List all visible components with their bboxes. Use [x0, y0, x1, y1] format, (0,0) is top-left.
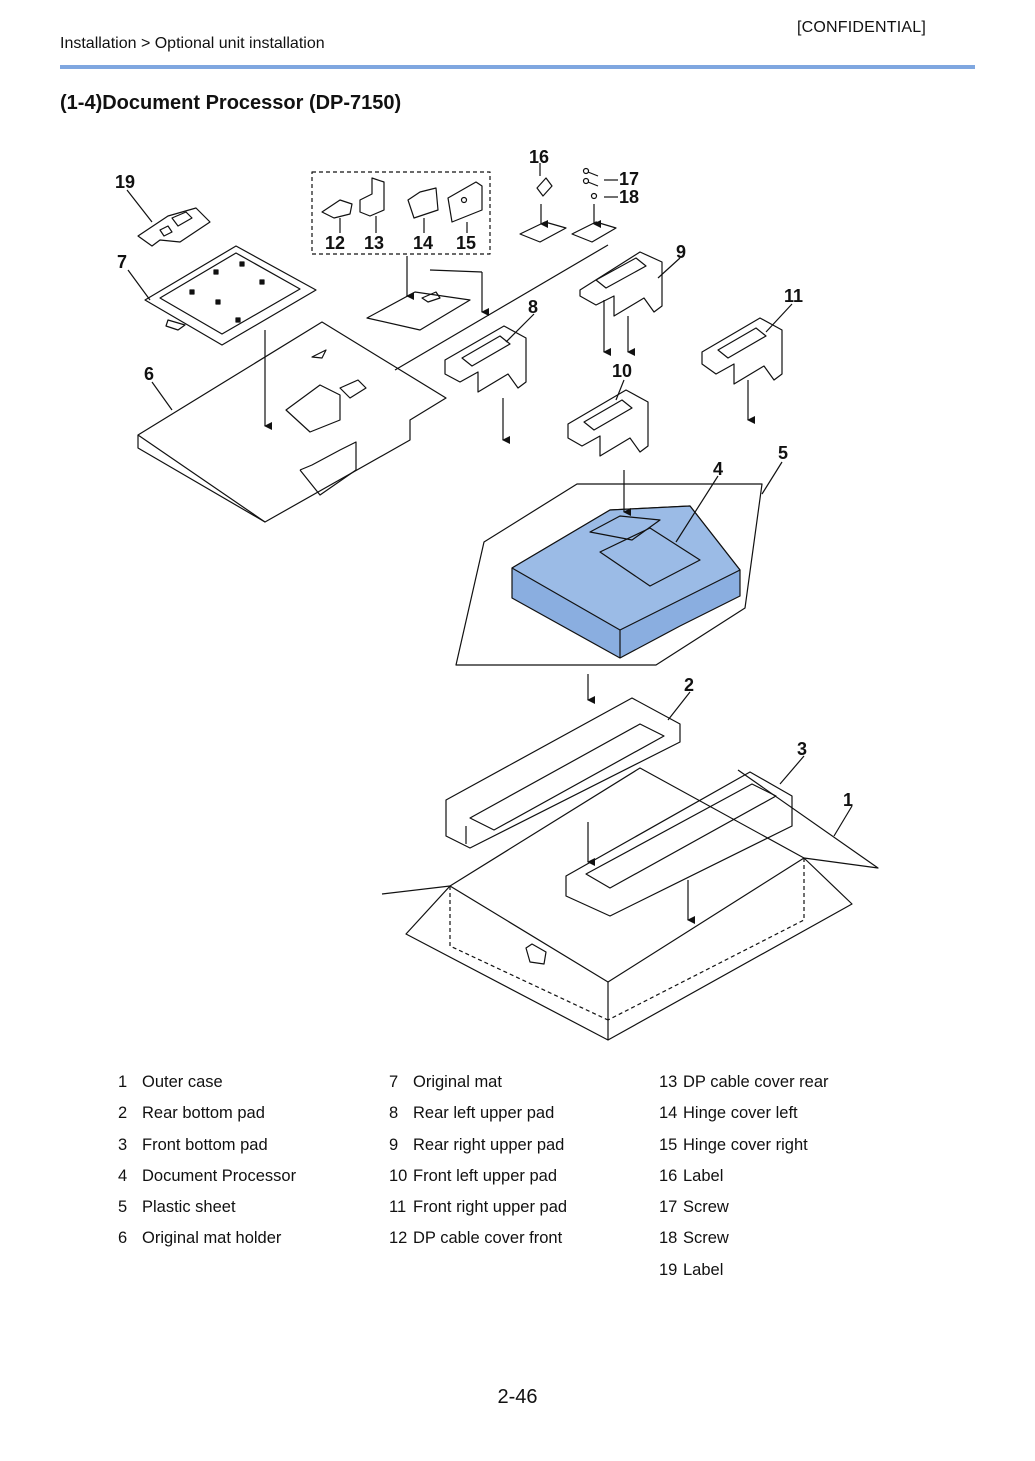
exploded-packing-diagram: 1 2 3 4 5 6 7 8 9 10 11 12 13 14 15 16 1…: [115, 147, 879, 1041]
accessory-bag-drawing: [366, 291, 471, 331]
callout-11: 11: [784, 286, 803, 306]
accessory-group-box: [311, 171, 491, 255]
rear-bottom-pad-drawing: [445, 697, 681, 849]
callout-12: 12: [325, 233, 345, 253]
document-processor-drawing: [511, 505, 741, 659]
page-number: 2-46: [497, 1386, 538, 1408]
callout-6: 6: [144, 364, 154, 384]
callout-17: 17: [619, 169, 639, 189]
assembly-arrows: [264, 204, 755, 924]
front-right-upper-pad-drawing: [701, 317, 783, 385]
plastic-sheet-drawing: [455, 483, 763, 666]
callout-14: 14: [413, 233, 433, 253]
callout-8: 8: [528, 297, 538, 317]
callout-18: 18: [619, 187, 639, 207]
accessory-parts-drawing: [321, 177, 483, 233]
callout-16: 16: [529, 147, 549, 167]
header-divider: [60, 65, 975, 69]
screws-drawing: [571, 167, 618, 243]
breadcrumb: Installation > Optional unit installatio…: [60, 35, 325, 52]
leader-lines: [126, 189, 853, 837]
rear-right-upper-pad-drawing: [579, 251, 663, 317]
callout-3: 3: [797, 739, 807, 759]
callout-5: 5: [778, 443, 788, 463]
front-left-upper-pad-drawing: [567, 389, 649, 457]
callout-15: 15: [456, 233, 476, 253]
callout-10: 10: [612, 361, 632, 381]
callout-2: 2: [684, 675, 694, 695]
callout-numbers: 1 2 3 4 5 6 7 8 9 10 11 12 13 14 15 16 1…: [115, 147, 853, 810]
callout-4: 4: [713, 459, 723, 479]
callout-9: 9: [676, 242, 686, 262]
label-19-drawing: [137, 207, 211, 247]
callout-1: 1: [843, 790, 853, 810]
label-16-drawing: [519, 163, 567, 243]
callout-19: 19: [115, 172, 135, 192]
section-title: (1-4)Document Processor (DP-7150): [60, 92, 402, 114]
callout-7: 7: [117, 252, 127, 272]
callout-13: 13: [364, 233, 384, 253]
original-mat-drawing: [144, 245, 317, 346]
confidential-label: [CONFIDENTIAL]: [797, 19, 927, 36]
original-mat-holder-drawing: [137, 321, 447, 523]
rear-left-upper-pad-drawing: [444, 325, 527, 393]
outer-case-drawing: [381, 767, 879, 1041]
